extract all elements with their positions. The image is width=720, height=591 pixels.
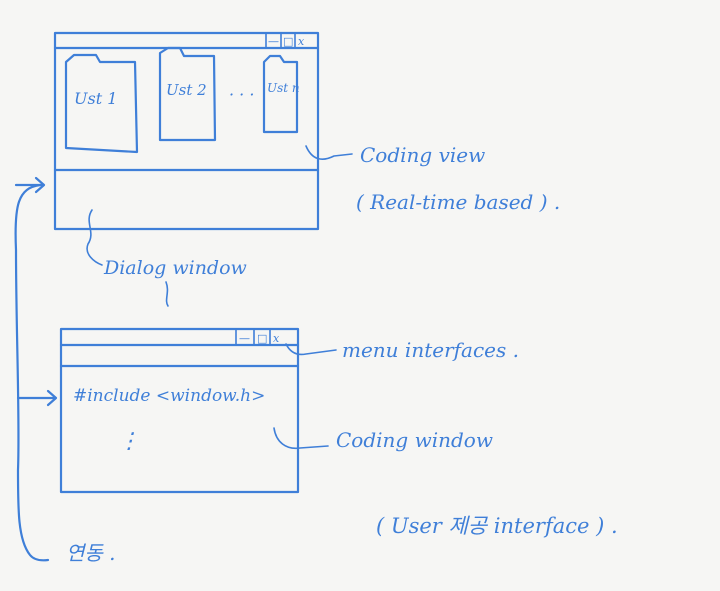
file-label-n: Ust n bbox=[267, 81, 300, 95]
bottom-window: — □ x #include <window.h> ⋮ bbox=[59, 327, 300, 494]
link-line bbox=[14, 183, 50, 562]
link-label: 연동 . bbox=[66, 541, 116, 565]
file-label-2: Ust 2 bbox=[166, 81, 207, 99]
top-window-frame bbox=[53, 31, 320, 231]
coding-view-arrow bbox=[305, 145, 353, 160]
link-arrowhead-bottom bbox=[16, 389, 58, 407]
bottom-close-icon[interactable]: x bbox=[273, 332, 280, 345]
coding-view-label: Coding view bbox=[360, 143, 485, 167]
code-vertical-ellipsis: ⋮ bbox=[118, 429, 140, 454]
coding-window-arrow bbox=[273, 427, 329, 450]
bottom-window-frame bbox=[59, 327, 300, 494]
user-interface-label: ( User 제공 interface ) . bbox=[376, 514, 618, 538]
coding-window-annotation: Coding window bbox=[273, 427, 493, 452]
coding-view-annotation: Coding view ( Real-time based ) . bbox=[305, 143, 560, 214]
dialog-pointer bbox=[86, 209, 103, 266]
menu-arrow bbox=[285, 343, 337, 356]
files-ellipsis: · · · bbox=[229, 85, 254, 104]
file-label-1: Ust 1 bbox=[74, 89, 117, 108]
file-tab-n[interactable]: Ust n bbox=[262, 54, 300, 134]
bottom-maximize-icon[interactable]: □ bbox=[257, 332, 267, 345]
top-maximize-icon[interactable]: □ bbox=[283, 35, 293, 48]
coding-window-label: Coding window bbox=[336, 428, 493, 452]
link-connector: 연동 . bbox=[14, 176, 116, 565]
menu-interfaces-annotation: menu interfaces . bbox=[285, 338, 519, 362]
dialog-label-tail bbox=[165, 281, 169, 307]
bottom-minimize-icon[interactable]: — bbox=[239, 332, 250, 345]
top-minimize-icon[interactable]: — bbox=[268, 35, 279, 48]
link-arrowhead-top bbox=[14, 176, 46, 194]
file-tab-2[interactable]: Ust 2 bbox=[158, 46, 217, 142]
file-tab-1[interactable]: Ust 1 bbox=[64, 53, 139, 154]
code-line[interactable]: #include <window.h> bbox=[73, 386, 265, 406]
real-time-label: ( Real-time based ) . bbox=[356, 190, 560, 214]
dialog-window-label: Dialog window bbox=[103, 257, 247, 279]
menu-interfaces-label: menu interfaces . bbox=[342, 338, 519, 362]
top-close-icon[interactable]: x bbox=[298, 35, 305, 48]
top-window: — □ x Ust 1 Ust 2 · · · Ust n bbox=[53, 31, 320, 266]
